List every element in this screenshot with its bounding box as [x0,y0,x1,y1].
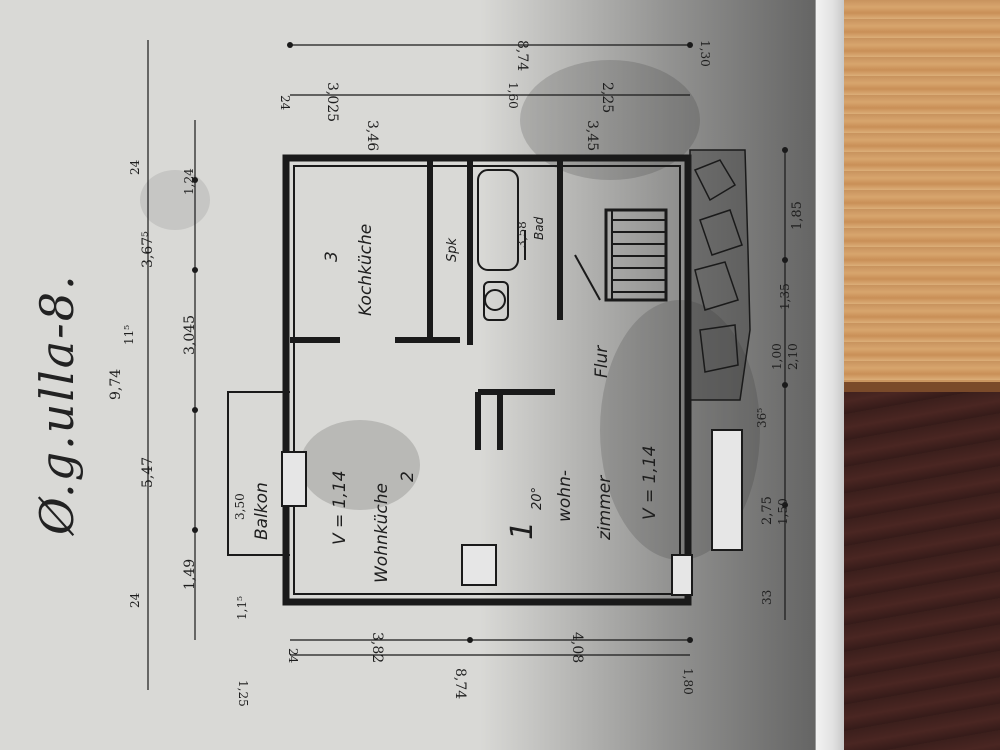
room-number-kochkueche: 3 [322,251,342,262]
room-number-wohnkueche: 2 [398,471,418,482]
ink-blot [300,420,420,510]
dim-left-4: 1,25 [236,680,250,707]
staircase [574,208,668,302]
dim-top-6: 24 [128,592,142,608]
dim-right-5: 1,60 [506,82,520,109]
dim-bottom-2: 1,35 [778,283,792,310]
dim-left-2: 3,82 [369,632,385,664]
room-label-kochkueche: Kochküche [356,223,376,316]
room-area-wohnzimmer: 20° [530,486,545,510]
paper-fold-edge [815,0,844,750]
dim-left-total: 8,74 [452,668,468,700]
dim-bottom-5: 2,75 [760,496,775,525]
dim-bottom-6: 1,50 [776,498,790,525]
volume-wohnzimmer: V = 1,14 [640,445,660,520]
outer-walls [282,154,692,606]
stone-terrace [689,149,751,401]
room-label-speis: Spk [445,237,460,262]
dim-top-2: 3,67⁵ [140,231,156,268]
balcony-outline [227,391,290,556]
room-label-bad: Bad [532,216,546,240]
room-label-flur: Flur [592,345,612,378]
room-label-wohnzimmer-2: zimmer [595,475,615,540]
paper-shadow [480,0,820,750]
floor-plan-drawing [147,40,788,690]
dim-bottom-3: 1,00 [770,343,784,370]
dim-bottom-8: 33 [760,589,774,605]
dim-top-9: 1,1⁵ [235,596,249,620]
balkon-size: 3,50 [233,493,247,520]
windows [281,429,743,596]
dim-right-1: 3,025 [324,82,340,123]
dim-right-4: 2,25 [599,82,615,114]
dimension-ticks [192,42,788,643]
dim-right-2: 3,46 [364,120,380,152]
dim-bottom-4: 2,10 [786,343,800,370]
dim-left-1: 4,08 [569,632,585,664]
dim-top-5: 24 [128,159,142,175]
dim-left-3: 24 [286,648,300,664]
dim-right-3: 3,45 [584,120,600,152]
room-label-wohnzimmer-1: wohn- [555,470,575,522]
bad-size: 3,58 [515,221,529,248]
table-edge [820,382,1000,392]
dim-bottom-7: 36⁵ [755,407,769,428]
drawing-heading: Ø.g.ulla-8. [30,273,84,535]
room-label-wohnkueche: Wohnküche [372,483,392,583]
dim-right-6: 24 [278,95,292,111]
dim-top-4: 1,49 [182,558,198,590]
volume-wohnkueche: V = 1,14 [330,470,350,545]
dim-top-1: 5,47 [140,456,156,488]
room-label-balkon: Balkon [252,482,272,540]
dim-bottom-1: 1,85 [790,201,805,230]
dim-top-8: 1,24 [182,168,196,195]
dim-top-3: 3,045 [182,314,198,355]
dim-left-5: 1,80 [681,668,695,695]
room-number-wohnzimmer: 1 [505,520,540,540]
floor [820,392,1000,750]
interior-walls [290,160,563,450]
dim-top-7: 11⁵ [122,324,136,345]
ink-blot [140,170,210,230]
bath-fixtures [477,169,526,321]
dim-right-7: 1,30 [698,40,712,67]
wooden-table [820,0,1000,390]
dim-top-total: 9,74 [108,368,124,400]
dim-right-total: 8,74 [514,40,530,72]
